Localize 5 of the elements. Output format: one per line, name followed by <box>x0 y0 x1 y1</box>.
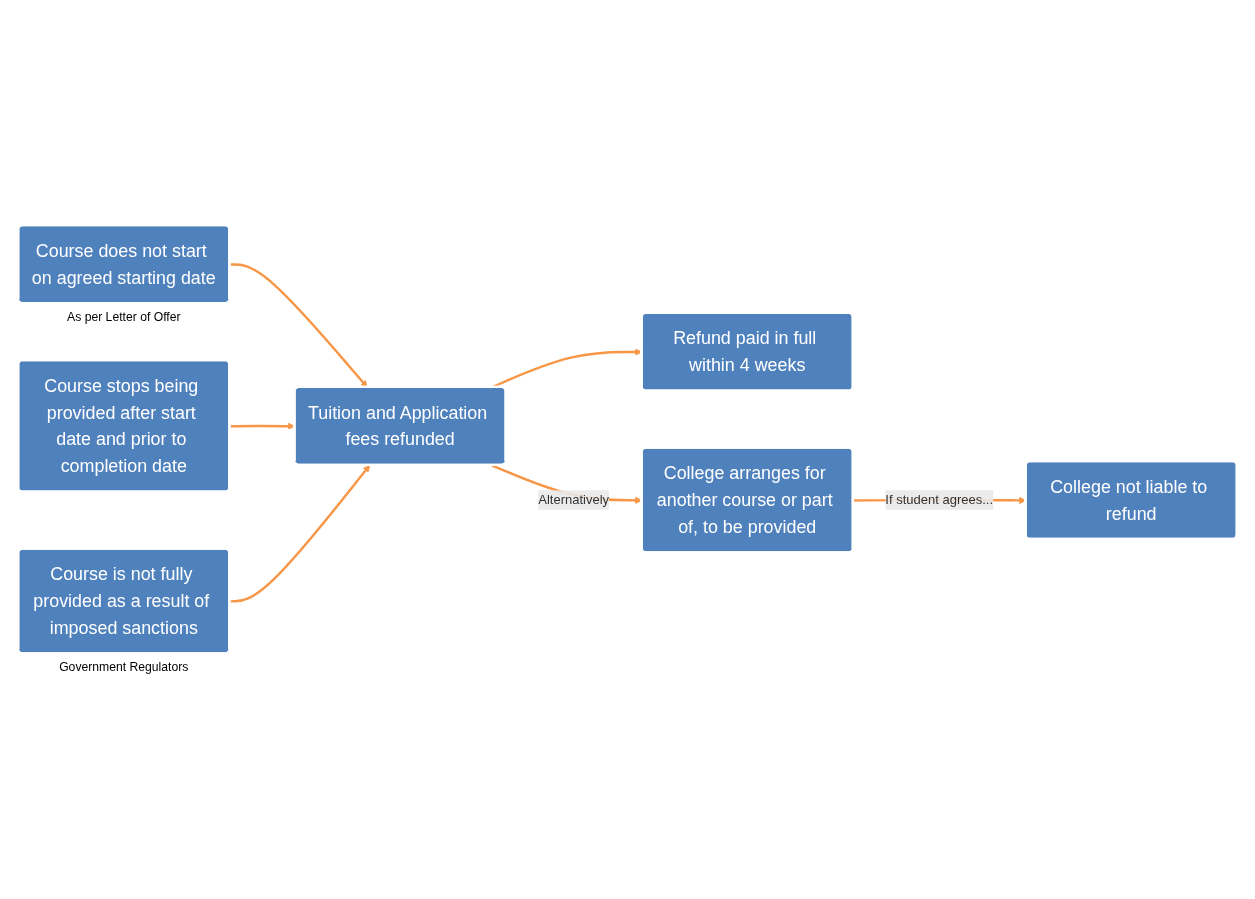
edge-label: Alternatively <box>538 492 610 507</box>
arrow <box>229 464 371 603</box>
edge-label: If student agrees... <box>885 492 994 507</box>
node-note: As per Letter of Offer <box>67 309 181 324</box>
node-note: Government Regulators <box>59 660 189 675</box>
